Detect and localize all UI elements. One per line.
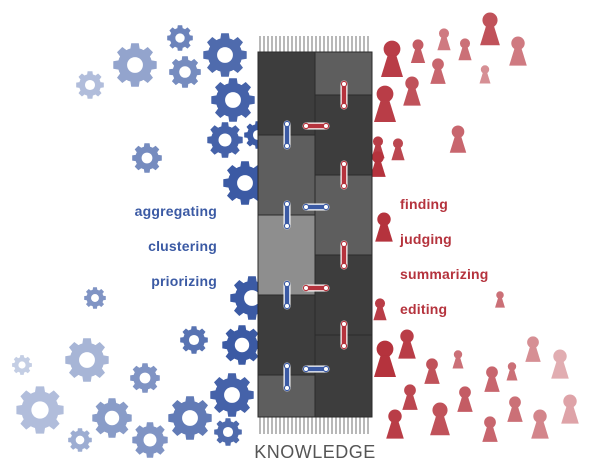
person-icon: [381, 40, 403, 77]
gear-icon: [92, 398, 132, 438]
gear-icon: [223, 161, 267, 205]
person-icon: [452, 350, 464, 369]
person-icon: [531, 409, 549, 439]
link-icon: [283, 200, 291, 230]
person-icon: [374, 340, 396, 377]
gear-icon: [132, 422, 168, 458]
gear-icon: [180, 326, 208, 354]
link-icon: [340, 240, 348, 270]
gear-icon: [211, 78, 255, 122]
gear-icon: [84, 287, 106, 309]
link-icon: [302, 284, 330, 292]
person-icon: [424, 358, 440, 384]
label-finding: finding: [400, 196, 449, 212]
label-clustering: clustering: [148, 238, 217, 254]
person-icon: [509, 36, 527, 66]
label-judging: judging: [400, 231, 452, 247]
gear-icon: [214, 418, 242, 446]
gear-icon: [167, 25, 193, 51]
person-icon: [375, 212, 393, 242]
gear-icon: [168, 396, 212, 440]
person-icon: [561, 394, 579, 424]
person-icon: [449, 125, 467, 153]
person-icon: [430, 58, 446, 84]
gear-icon: [203, 33, 247, 77]
gear-icon: [222, 325, 262, 365]
label-priorizing: priorizing: [151, 273, 217, 289]
label-summarizing: summarizing: [400, 266, 489, 282]
person-icon: [482, 416, 498, 442]
person-icon: [458, 38, 472, 61]
label-editing: editing: [400, 301, 448, 317]
link-icon: [340, 320, 348, 350]
gear-icon: [76, 71, 104, 99]
knowledge-wall: [257, 36, 373, 434]
person-icon: [370, 151, 386, 177]
person-icon: [410, 39, 426, 64]
person-icon: [398, 329, 416, 359]
person-icon: [430, 402, 450, 436]
gear-icon: [210, 373, 254, 417]
gear-icon: [12, 355, 32, 375]
gear-icon: [113, 43, 157, 87]
person-icon: [507, 396, 523, 422]
person-icon: [484, 366, 500, 392]
person-icon: [386, 409, 404, 439]
link-icon: [302, 365, 330, 373]
person-icon: [391, 138, 405, 161]
label-aggregating: aggregating: [134, 203, 217, 219]
link-icon: [340, 160, 348, 190]
gear-icon: [130, 363, 160, 393]
gear-icon: [16, 386, 64, 434]
gear-icon: [65, 338, 109, 382]
link-icon: [283, 120, 291, 150]
caption-knowledge: KNOWLEDGE: [254, 442, 376, 462]
person-icon: [479, 65, 491, 84]
person-icon: [373, 298, 387, 321]
person-icon: [480, 12, 500, 46]
person-icon: [525, 336, 541, 362]
gear-icon: [132, 143, 162, 173]
person-icon: [437, 28, 451, 51]
person-icon: [374, 85, 396, 122]
link-icon: [302, 122, 330, 130]
gear-icon: [169, 56, 201, 88]
gear-icon: [68, 428, 92, 452]
link-icon: [283, 280, 291, 310]
person-icon: [551, 349, 569, 379]
person-icon: [403, 76, 421, 106]
person-icon: [457, 386, 473, 412]
gear-icon: [207, 122, 243, 158]
person-icon: [495, 291, 505, 308]
person-icon: [506, 362, 518, 381]
link-icon: [302, 203, 330, 211]
link-icon: [340, 80, 348, 110]
person-icon: [402, 384, 418, 410]
link-icon: [283, 362, 291, 392]
